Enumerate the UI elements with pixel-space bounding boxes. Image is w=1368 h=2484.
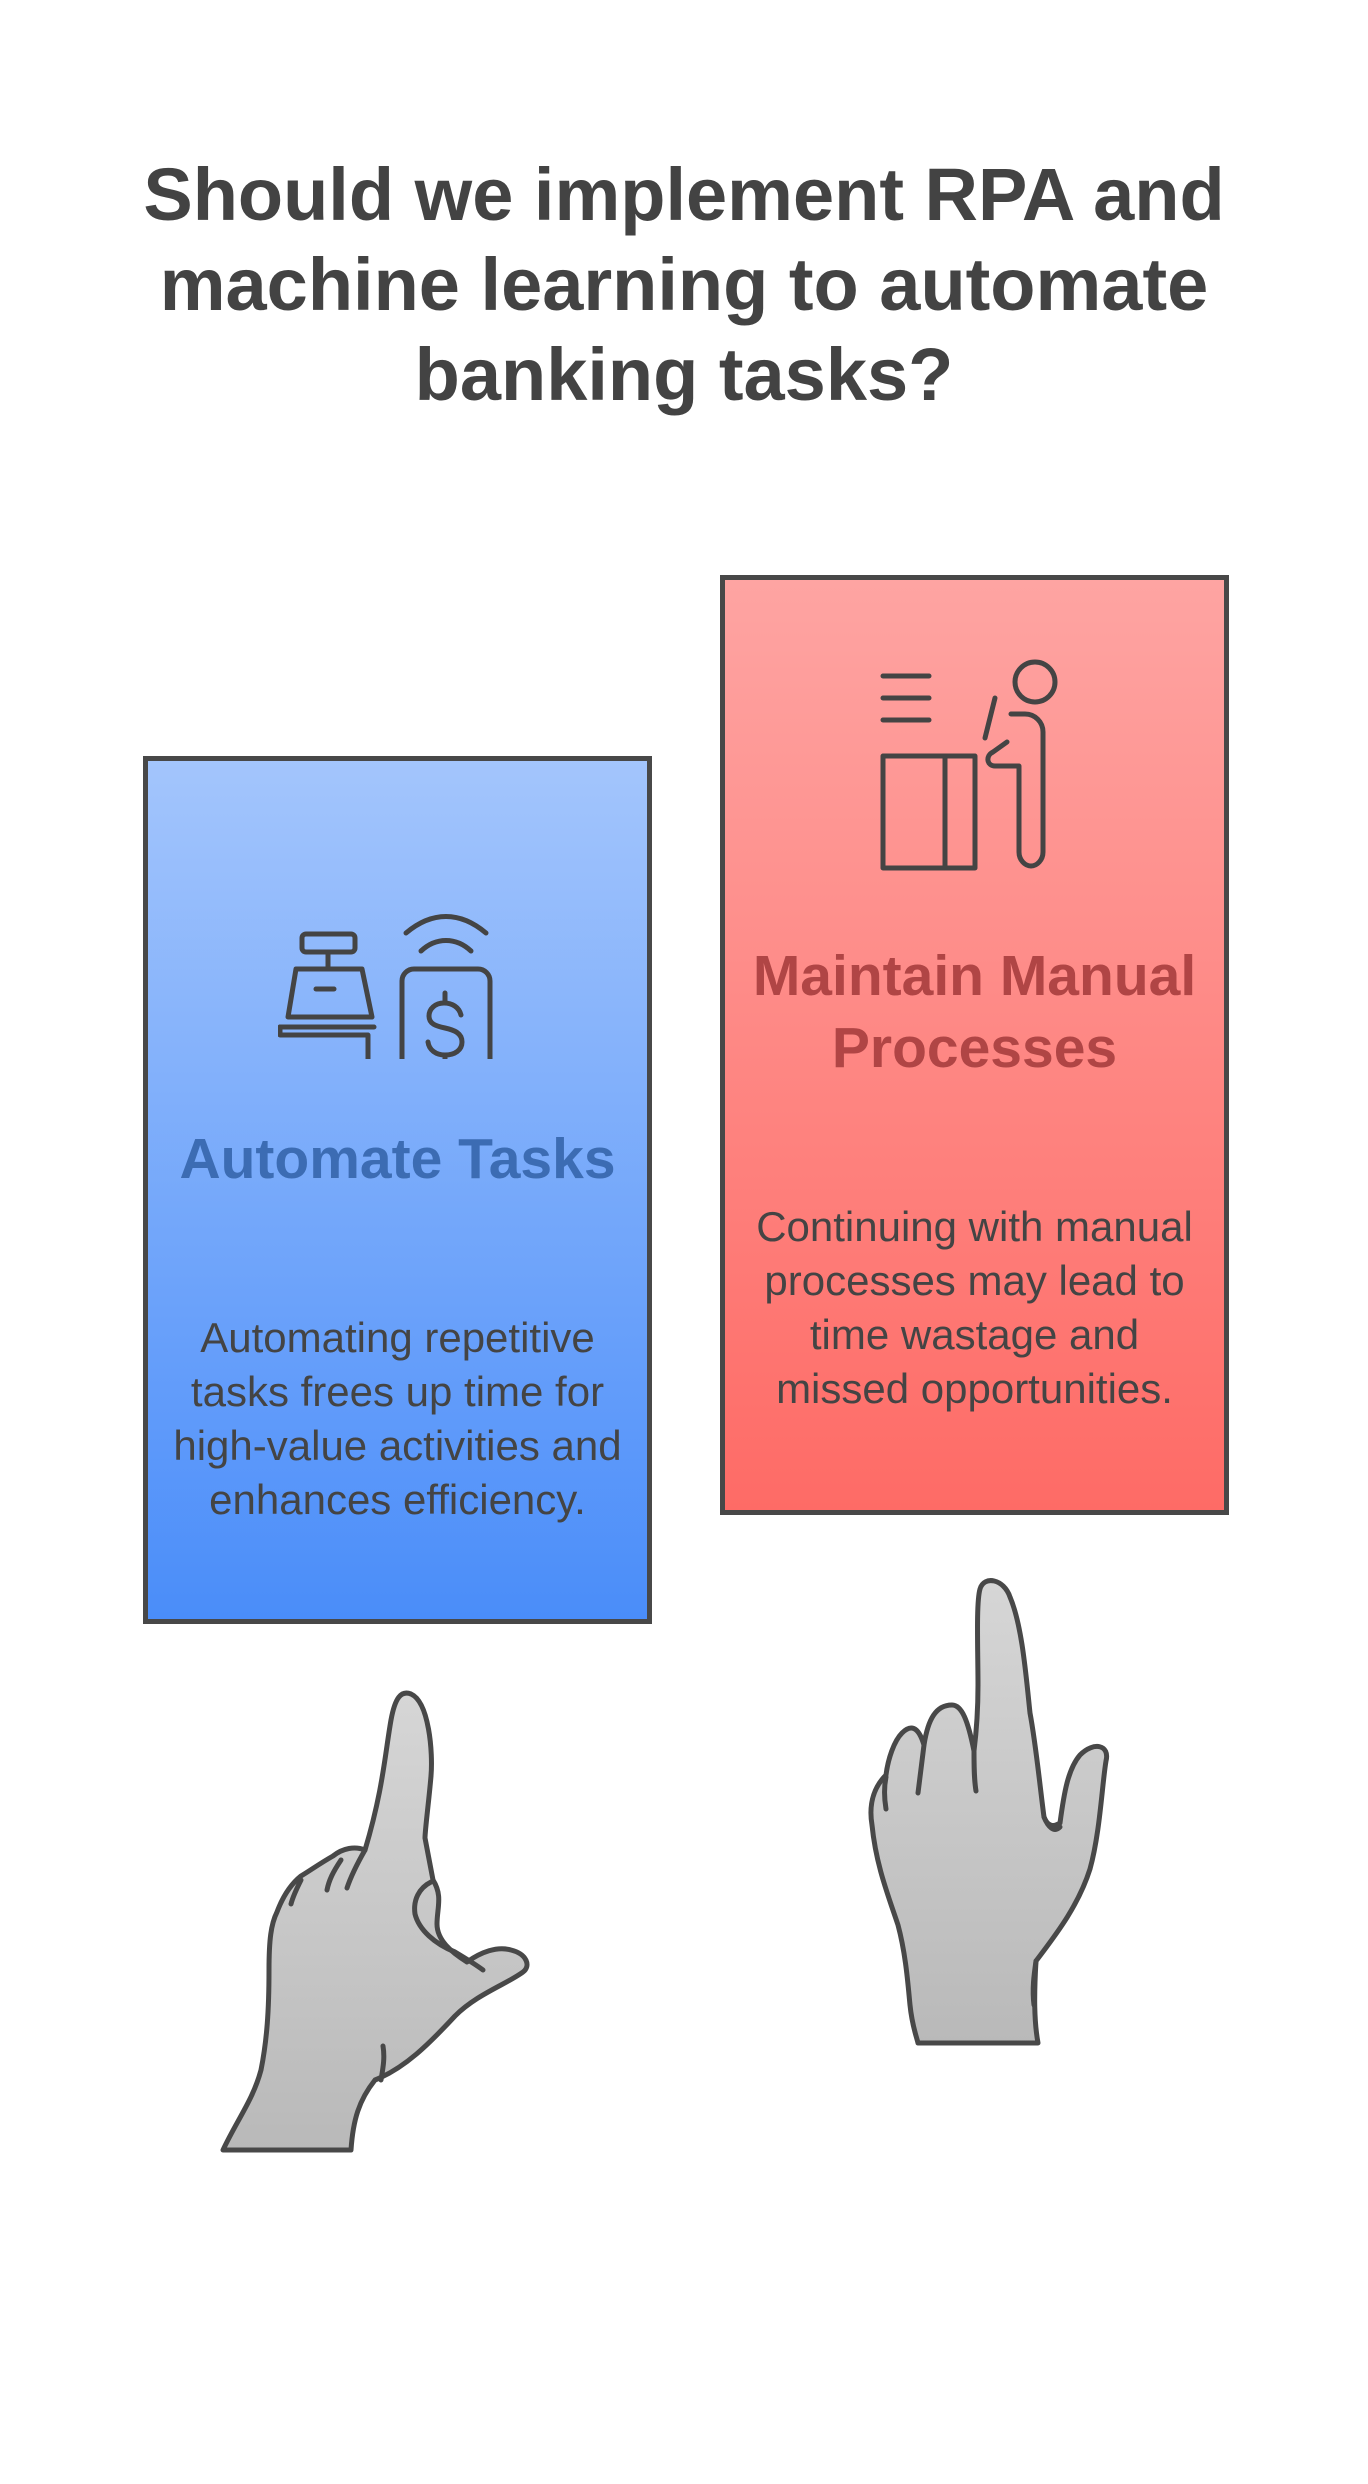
option-description: Continuing with manual processes may lea…	[756, 1203, 1193, 1412]
person-at-desk-icon	[880, 659, 1057, 871]
left-pointing-hand-icon	[220, 1690, 530, 2153]
cash-register-mobile-payment-icon	[277, 914, 492, 1059]
option-card-automate-tasks: Automate Tasks Automating repetitive tas…	[143, 756, 652, 1624]
option-heading: Automate Tasks	[179, 1127, 616, 1191]
option-heading: Maintain Manual Processes	[752, 944, 1197, 1080]
option-card-maintain-manual-processes: Maintain Manual Processes Continuing wit…	[720, 575, 1229, 1515]
diagram-title: Should we implement RPA and machine lear…	[143, 153, 1225, 416]
option-description: Automating repetitive tasks frees up tim…	[173, 1314, 622, 1523]
right-pointing-hand-icon	[868, 1578, 1110, 2046]
